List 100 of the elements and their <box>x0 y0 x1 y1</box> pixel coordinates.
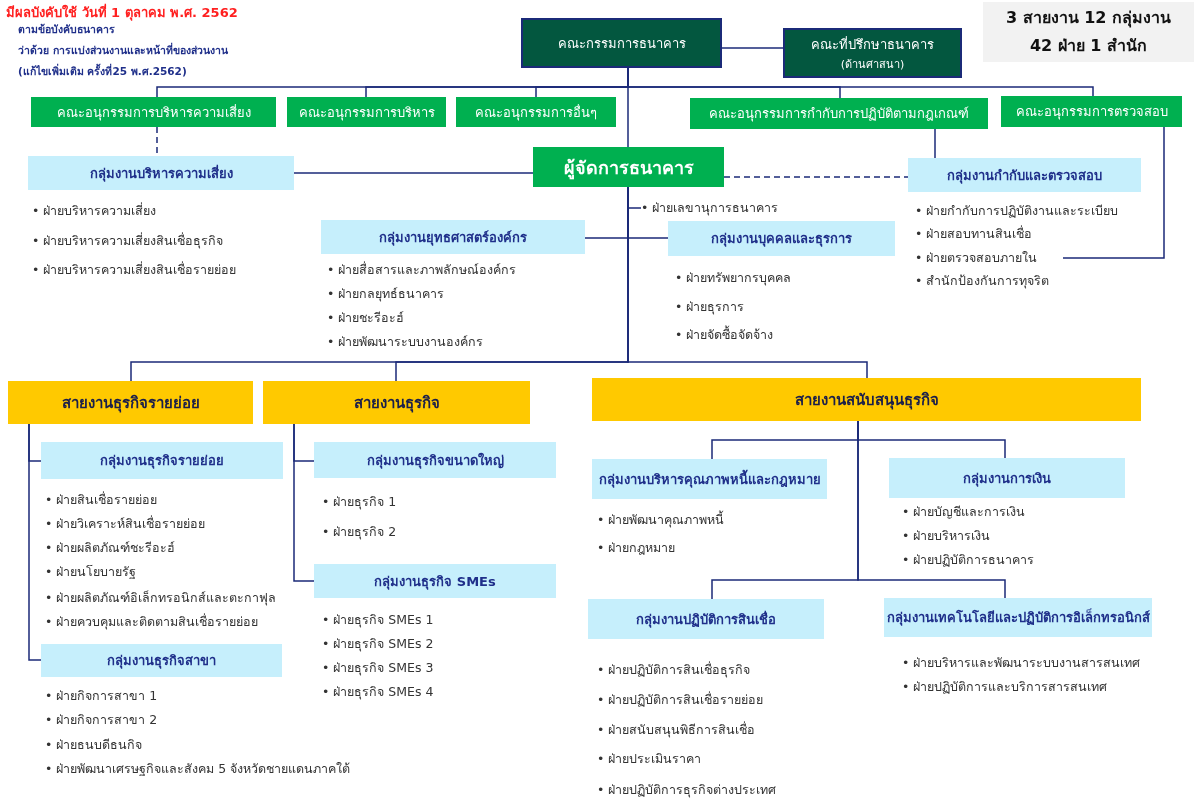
box-label: กลุ่มงานปฏิบัติการสินเชื่อ <box>636 609 776 630</box>
division-box <box>592 378 1141 421</box>
list-item: • ฝ่ายปฏิบัติการธุรกิจต่างประเทศ <box>597 781 777 800</box>
box-label: สายงานสนับสนุนธุรกิจ <box>794 389 939 412</box>
list-item: • ฝ่ายสินเชื่อรายย่อย <box>45 490 158 509</box>
list-item: • สำนักป้องกันการทุจริต <box>915 272 1050 291</box>
list-item: • ฝ่ายตรวจสอบภายใน <box>915 248 1038 268</box>
box-label: คณะอนุกรรมการบริหาร <box>298 103 435 123</box>
division-box <box>8 381 253 424</box>
connector-line <box>28 423 42 661</box>
box-label: กลุ่มงานบริหารความเสี่ยง <box>89 163 233 184</box>
list-item: • ฝ่ายผลิตภัณฑ์อิเล็กทรอนิกส์และตะกาฟุล <box>45 589 277 608</box>
box-label: กลุ่มงานการเงิน <box>963 469 1051 489</box>
list-item: • ฝ่ายนโยบายรัฐ <box>45 563 137 581</box>
group-box <box>592 459 827 499</box>
date-heading: มีผลบังคับใช้ วันที่ 1 ตุลาคม พ.ศ. 2562 <box>6 2 238 23</box>
list-item: • ฝ่ายธุรกิจ SMEs 1 <box>322 611 434 630</box>
list-item: • ฝ่ายบริหารความเสี่ยง <box>32 201 157 220</box>
list-item: • ฝ่ายบริหารความเสี่ยงสินเชื่อธุรกิจ <box>32 231 224 251</box>
box-label: กลุ่มงานธุรกิจขนาดใหญ่ <box>366 451 504 471</box>
list-item: • ฝ่ายธุรกิจ 2 <box>322 523 397 542</box>
connector-line <box>293 423 315 582</box>
group-box <box>314 564 556 598</box>
list-item: • ฝ่ายวิเคราะห์สินเชื่อรายย่อย <box>45 514 206 533</box>
committee-box <box>1001 96 1182 127</box>
group-box <box>28 156 294 190</box>
list-item: • ฝ่ายปฏิบัติการสินเชื่อรายย่อย <box>597 690 764 709</box>
committee-box <box>456 97 616 127</box>
box-label: กลุ่มงานธุรกิจรายย่อย <box>100 452 224 471</box>
division-box <box>263 381 530 424</box>
list-item: • ฝ่ายกิจการสาขา 1 <box>45 687 158 705</box>
list-item: • ฝ่ายปฏิบัติการธนาคาร <box>902 551 1035 569</box>
box-label: กลุ่มงานเทคโนโลยีและปฏิบัติการอิเล็กทรอนิกส์ <box>886 607 1150 628</box>
list-item: • ฝ่ายสนับสนุนพิธีการสินเชื่อ <box>597 720 756 740</box>
connector-line <box>723 176 909 178</box>
box-subtitle: 42 ฝ่าย 1 สำนัก <box>1029 35 1148 57</box>
box-label: คณะอนุกรรมการอื่นๆ <box>475 103 597 123</box>
board-box <box>521 18 722 68</box>
board-box <box>783 28 962 78</box>
list-item: • ฝ่ายกลยุทธ์ธนาคาร <box>327 285 445 304</box>
list-item: • ฝ่ายธุรการ <box>675 298 745 317</box>
committee-box <box>31 97 276 127</box>
box-label: กลุ่มงานกำกับและตรวจสอบ <box>947 166 1102 186</box>
list-item: • ฝ่ายธุรกิจ 1 <box>322 493 397 512</box>
box-label: กลุ่มงานบริหารคุณภาพหนี้และกฎหมาย <box>598 468 821 490</box>
connector-line <box>934 128 936 159</box>
box-label: กลุ่มงานยุทธศาสตร์องค์กร <box>379 228 527 248</box>
box-label: กลุ่มงานบุคคลและธุรการ <box>711 230 852 249</box>
list-item: • ฝ่ายจัดซื้อจัดจ้าง <box>675 325 774 344</box>
list-item: • ฝ่ายสอบทานสินเชื่อ <box>915 224 1033 243</box>
manager-box <box>533 147 724 187</box>
group-box <box>41 644 282 677</box>
box-label: สายงานธุรกิจรายย่อย <box>61 392 200 415</box>
list-item: • ฝ่ายธุรกิจ SMEs 2 <box>322 635 434 654</box>
list-item: • ฝ่ายธุรกิจ SMEs 3 <box>322 659 434 678</box>
group-box <box>884 598 1152 637</box>
box-label: คณะกรรมการธนาคาร <box>557 34 686 53</box>
group-box <box>908 158 1141 192</box>
list-item: • ฝ่ายกิจการสาขา 2 <box>45 711 158 729</box>
box-label: คณะอนุกรรมการบริหารความเสี่ยง <box>56 103 251 123</box>
note-text: ว่าด้วย การแบ่งส่วนงานและหน้าที่ของส่วนงาน <box>18 42 228 58</box>
list-item: • ฝ่ายบริหารความเสี่ยงสินเชื่อรายย่อย <box>32 260 237 279</box>
list-item: • ฝ่ายปฏิบัติการและบริการสารสนเทศ <box>902 678 1108 696</box>
box-label: คณะที่ปรึกษาธนาคาร <box>811 35 934 54</box>
connector-line <box>293 172 534 174</box>
list-item: • ฝ่ายชะรีอะฮ์ <box>327 309 405 327</box>
list-item: • ฝ่ายปฏิบัติการสินเชื่อธุรกิจ <box>597 660 751 680</box>
box-label: กลุ่มงานธุรกิจสาขา <box>107 652 216 671</box>
list-item: • ฝ่ายบริหารเงิน <box>902 527 991 545</box>
box-label: 3 สายงาน 12 กลุ่มงาน <box>1005 7 1172 30</box>
list-item: • ฝ่ายธนบดีธนกิจ <box>45 736 143 754</box>
box-subtitle: (ด้านศาสนา) <box>840 56 905 73</box>
box-label: ผู้จัดการธนาคาร <box>563 155 694 182</box>
list-item: • ฝ่ายธุรกิจ SMEs 4 <box>322 683 434 702</box>
box-label: กลุ่มงานธุรกิจ SMEs <box>374 572 496 592</box>
group-box <box>321 220 585 254</box>
note-text: ตามข้อบังคับธนาคาร <box>18 22 115 37</box>
group-box <box>668 221 895 256</box>
box-label: สายงานธุรกิจ <box>353 392 440 415</box>
list-item: • ฝ่ายเลขานุการธนาคาร <box>641 198 779 218</box>
committee-box <box>690 98 988 129</box>
list-item: • ฝ่ายพัฒนาระบบงานองค์กร <box>327 333 484 351</box>
list-item: • ฝ่ายพัฒนาเศรษฐกิจและสังคม 5 จังหวัดชายแดนภาคใต้ <box>45 760 351 778</box>
list-item: • ฝ่ายประเมินราคา <box>597 750 702 768</box>
list-item: • ฝ่ายกฎหมาย <box>597 539 676 557</box>
list-item: • ฝ่ายกำกับการปฏิบัติงานและระเบียบ <box>915 202 1119 220</box>
group-box <box>314 442 556 478</box>
list-item: • ฝ่ายสื่อสารและภาพลักษณ์องค์กร <box>327 260 517 279</box>
group-box <box>889 458 1125 498</box>
group-box <box>588 599 824 639</box>
committee-box <box>287 97 446 127</box>
note-text: (แก้ไขเพิ่มเติม ครั้งที่25 พ.ศ.2562) <box>18 63 187 79</box>
list-item: • ฝ่ายบัญชีและการเงิน <box>902 503 1026 521</box>
list-item: • ฝ่ายพัฒนาคุณภาพหนี้ <box>597 510 725 530</box>
list-item: • ฝ่ายทรัพยากรบุคคล <box>675 269 792 288</box>
group-box <box>41 442 283 479</box>
connector-line <box>1062 126 1165 259</box>
list-item: • ฝ่ายควบคุมและติดตามสินเชื่อรายย่อย <box>45 612 259 632</box>
list-item: • ฝ่ายผลิตภัณฑ์ชะรีอะฮ์ <box>45 539 176 557</box>
box-label: คณะอนุกรรมการตรวจสอบ <box>1015 103 1168 122</box>
